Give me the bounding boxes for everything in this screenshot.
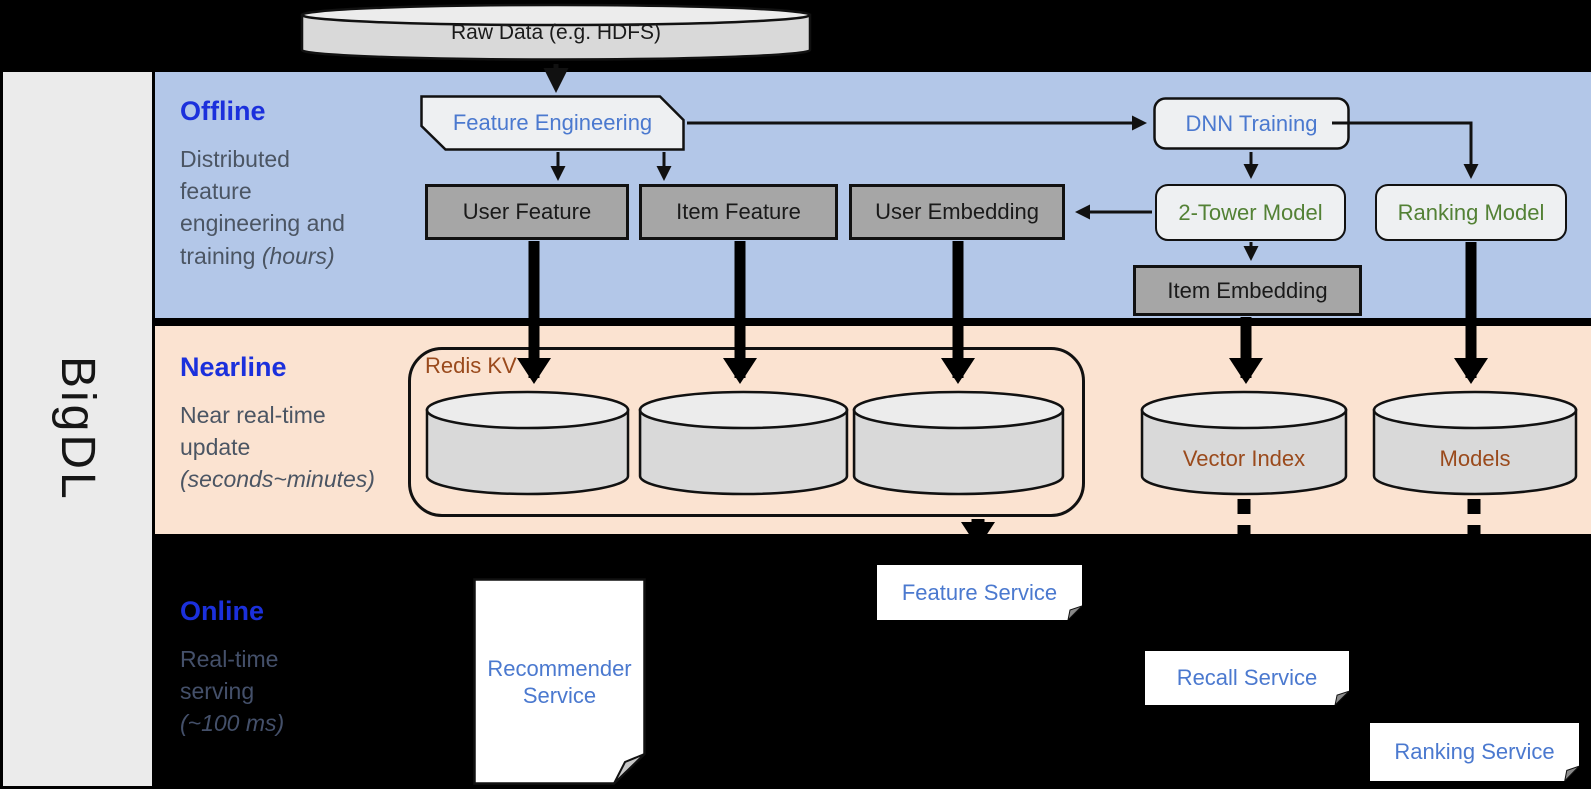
node-user-feature: User Feature <box>425 184 629 240</box>
item-embedding-label: Item Embedding <box>1167 277 1328 303</box>
node-feature-engineering: Feature Engineering <box>420 95 685 151</box>
card-shape <box>1370 723 1579 781</box>
nearline-title: Nearline <box>180 352 287 382</box>
nearline-section-label: Nearline Near real-time update (seconds~… <box>180 352 430 496</box>
card-shape <box>1145 651 1349 705</box>
cylinder-shape <box>638 390 849 496</box>
cylinder-shape <box>1140 390 1348 496</box>
node-models: Models <box>1372 390 1578 497</box>
node-feature-service: Feature Service <box>877 565 1082 620</box>
nearline-subtitle: Near real-time update (seconds~minutes) <box>180 402 375 493</box>
ranking-service-label: Ranking Service <box>1394 739 1555 765</box>
bigdl-label: BigDL <box>51 356 104 502</box>
ranking-model-label: Ranking Model <box>1397 199 1545 225</box>
node-vector-index: Vector Index <box>1140 390 1348 497</box>
kv-cylinder-1 <box>425 390 630 497</box>
offline-title: Offline <box>180 96 266 126</box>
user-embedding-label: User Embedding <box>875 199 1039 225</box>
recommender-service-label: Recommender Service <box>487 655 632 709</box>
node-user-embedding: User Embedding <box>849 184 1065 240</box>
vector-index-label: Vector Index <box>1182 445 1306 471</box>
models-label: Models <box>1439 445 1511 471</box>
two-tower-model-label: 2-Tower Model <box>1178 199 1323 225</box>
user-feature-label: User Feature <box>462 199 592 225</box>
node-ranking-model: Ranking Model <box>1375 184 1567 241</box>
redis-kv-label: Redis KV <box>425 353 517 378</box>
node-ranking-service: Ranking Service <box>1370 723 1579 781</box>
dnn-training-label: DNN Training <box>1185 110 1318 136</box>
cylinder-shape <box>425 390 630 496</box>
feature-service-label: Feature Service <box>901 579 1058 605</box>
redis-kv-container <box>408 347 1085 517</box>
node-item-feature: Item Feature <box>639 184 838 240</box>
cylinder-shape <box>300 3 812 61</box>
online-section-label: Online Real-time serving (~100 ms) <box>180 596 430 740</box>
node-recall-service: Recall Service <box>1145 651 1349 705</box>
item-feature-label: Item Feature <box>676 199 801 225</box>
kv-cylinder-3 <box>852 390 1065 497</box>
kv-cylinder-2 <box>638 390 849 497</box>
offline-section-label: Offline Distributed feature engineering … <box>180 96 430 272</box>
raw-data-label: Raw Data (e.g. HDFS) <box>450 20 662 44</box>
node-recommender-service: Recommender Service <box>473 578 646 786</box>
offline-subtitle: Distributed feature engineering and trai… <box>180 146 345 269</box>
online-subtitle: Real-time serving (~100 ms) <box>180 646 285 737</box>
feature-engineering-label: Feature Engineering <box>452 110 653 136</box>
bigdl-sidebar: BigDL <box>3 72 152 786</box>
cylinder-shape <box>1372 390 1578 496</box>
online-title: Online <box>180 596 265 626</box>
node-dnn-training: DNN Training <box>1153 97 1350 150</box>
recall-service-label: Recall Service <box>1176 665 1318 691</box>
cylinder-shape <box>852 390 1065 496</box>
node-two-tower-model: 2-Tower Model <box>1155 184 1346 241</box>
document-shape <box>473 578 646 785</box>
card-shape <box>877 565 1082 620</box>
node-raw-data: Raw Data (e.g. HDFS) <box>300 3 812 63</box>
node-item-embedding: Item Embedding <box>1133 265 1362 316</box>
snip-box-shape <box>420 95 685 151</box>
